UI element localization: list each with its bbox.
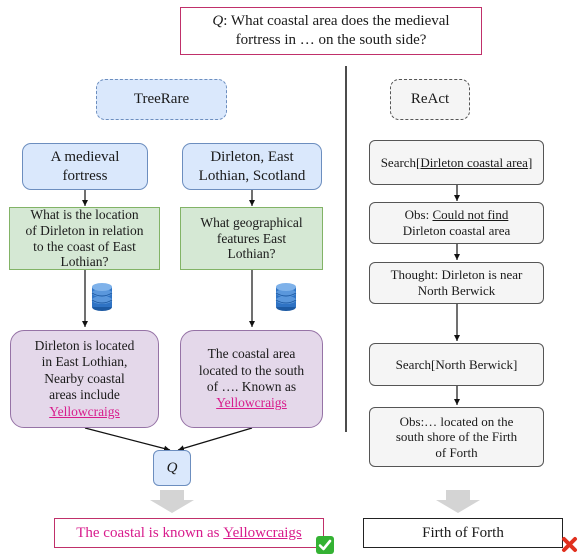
subquestion-right: What geographical features East Lothian? xyxy=(180,207,323,270)
entity-right-line-1: Dirleton, East xyxy=(210,149,294,166)
answer-left-highlight: Yellowcraigs xyxy=(49,403,120,419)
react-step5-line1: Obs:… located on the xyxy=(399,413,514,429)
react-step3-line2: North Berwick xyxy=(417,283,496,298)
final-answer-prefix: The coastal is known as xyxy=(76,524,224,541)
react-step1-underlined: Dirleton coastal area xyxy=(420,154,528,170)
arrow-left-answer-to-q xyxy=(84,427,171,452)
react-step3-line1: Thought: Dirleton is near xyxy=(390,267,523,283)
entity-dirleton: Dirleton, East Lothian, Scotland xyxy=(182,143,322,190)
question-q-symbol: Q xyxy=(212,13,224,30)
answer-right-line-3: of …. Known as xyxy=(206,379,297,394)
question-box: Q: What coastal area does the medieval f… xyxy=(180,7,482,55)
check-mark-icon xyxy=(316,536,334,554)
database-icon xyxy=(275,283,297,311)
react-step2-underlined: Could not find xyxy=(432,207,509,223)
answer-left-line-1: Dirleton is located xyxy=(34,337,135,353)
final-answer-highlight: Yellowcraigs xyxy=(223,524,302,541)
treerare-final-answer: The coastal is known as Yellowcraigs xyxy=(54,518,324,548)
q-node: Q xyxy=(153,450,191,486)
react-step5-line3: of Forth xyxy=(435,444,478,460)
entity-right-line-2: Lothian, Scotland xyxy=(198,167,306,184)
react-final-answer: Firth of Forth xyxy=(363,518,563,548)
q-node-label: Q xyxy=(166,459,178,476)
react-final-text: Firth of Forth xyxy=(422,524,504,541)
treerare-title: TreeRare xyxy=(96,79,227,120)
subq-left-line-1: What is the location xyxy=(30,206,139,222)
react-step-thought: Thought: Dirleton is near North Berwick xyxy=(369,262,544,304)
react-title: ReAct xyxy=(390,79,470,120)
question-line-1: Q: What coastal area does the medieval xyxy=(212,12,449,31)
answer-left-line-2: in East Lothian, xyxy=(41,354,128,370)
subq-left-line-3: to the coast of East xyxy=(33,238,136,254)
subquestion-left: What is the location of Dirleton in rela… xyxy=(9,207,160,270)
react-step1-prefix: Search[ xyxy=(380,154,421,170)
answer-right-line-1: The coastal area xyxy=(207,346,296,362)
cross-mark-icon xyxy=(562,537,577,552)
answer-right: The coastal area located to the south of… xyxy=(180,330,323,428)
react-step2-line2: Dirleton coastal area xyxy=(402,223,511,238)
subq-left-line-4: Lothian? xyxy=(60,254,109,270)
react-step1-suffix: ] xyxy=(527,154,533,170)
react-step-search-2: Search[North Berwick] xyxy=(369,343,544,386)
subq-right-line-2: features East xyxy=(216,230,287,246)
database-icon xyxy=(91,283,113,311)
answer-left-line-4: areas include xyxy=(49,387,120,403)
answer-right-line-2: located to the south xyxy=(198,362,305,378)
answer-right-highlight: Yellowcraigs xyxy=(216,395,287,411)
big-down-arrow-react xyxy=(436,490,480,513)
answer-left: Dirleton is located in East Lothian, Nea… xyxy=(10,330,159,428)
react-step2-prefix: Obs: xyxy=(404,207,433,223)
subq-right-line-1: What geographical xyxy=(200,214,303,230)
react-step2-line1: Obs: Could not find xyxy=(405,207,509,223)
subq-left-line-2: of Dirleton in relation xyxy=(25,222,144,238)
react-title-label: ReAct xyxy=(410,91,450,108)
react-step-obs-2: Obs:… located on the south shore of the … xyxy=(369,407,544,467)
answer-left-line-3: Nearby coastal xyxy=(44,370,125,386)
question-text-2: fortress in … on the south side? xyxy=(235,32,427,48)
entity-medieval-fortress: A medieval fortress xyxy=(22,143,148,190)
question-text-1: : What coastal area does the medieval xyxy=(223,13,450,30)
entity-left-line-1: A medieval xyxy=(50,149,120,166)
react-step4-text: Search[North Berwick] xyxy=(395,356,518,372)
arrow-right-answer-to-q xyxy=(177,427,253,452)
entity-left-line-2: fortress xyxy=(62,167,108,184)
subq-right-line-3: Lothian? xyxy=(227,246,276,262)
big-down-arrow-treerare xyxy=(150,490,194,513)
react-step-obs-1: Obs: Could not find Dirleton coastal are… xyxy=(369,202,544,244)
react-step1-line1: Search[Dirleton coastal area] xyxy=(381,155,533,171)
react-step5-line2: south shore of the Firth xyxy=(395,429,518,445)
treerare-title-label: TreeRare xyxy=(133,91,190,108)
react-step-search-1: Search[Dirleton coastal area] xyxy=(369,140,544,185)
